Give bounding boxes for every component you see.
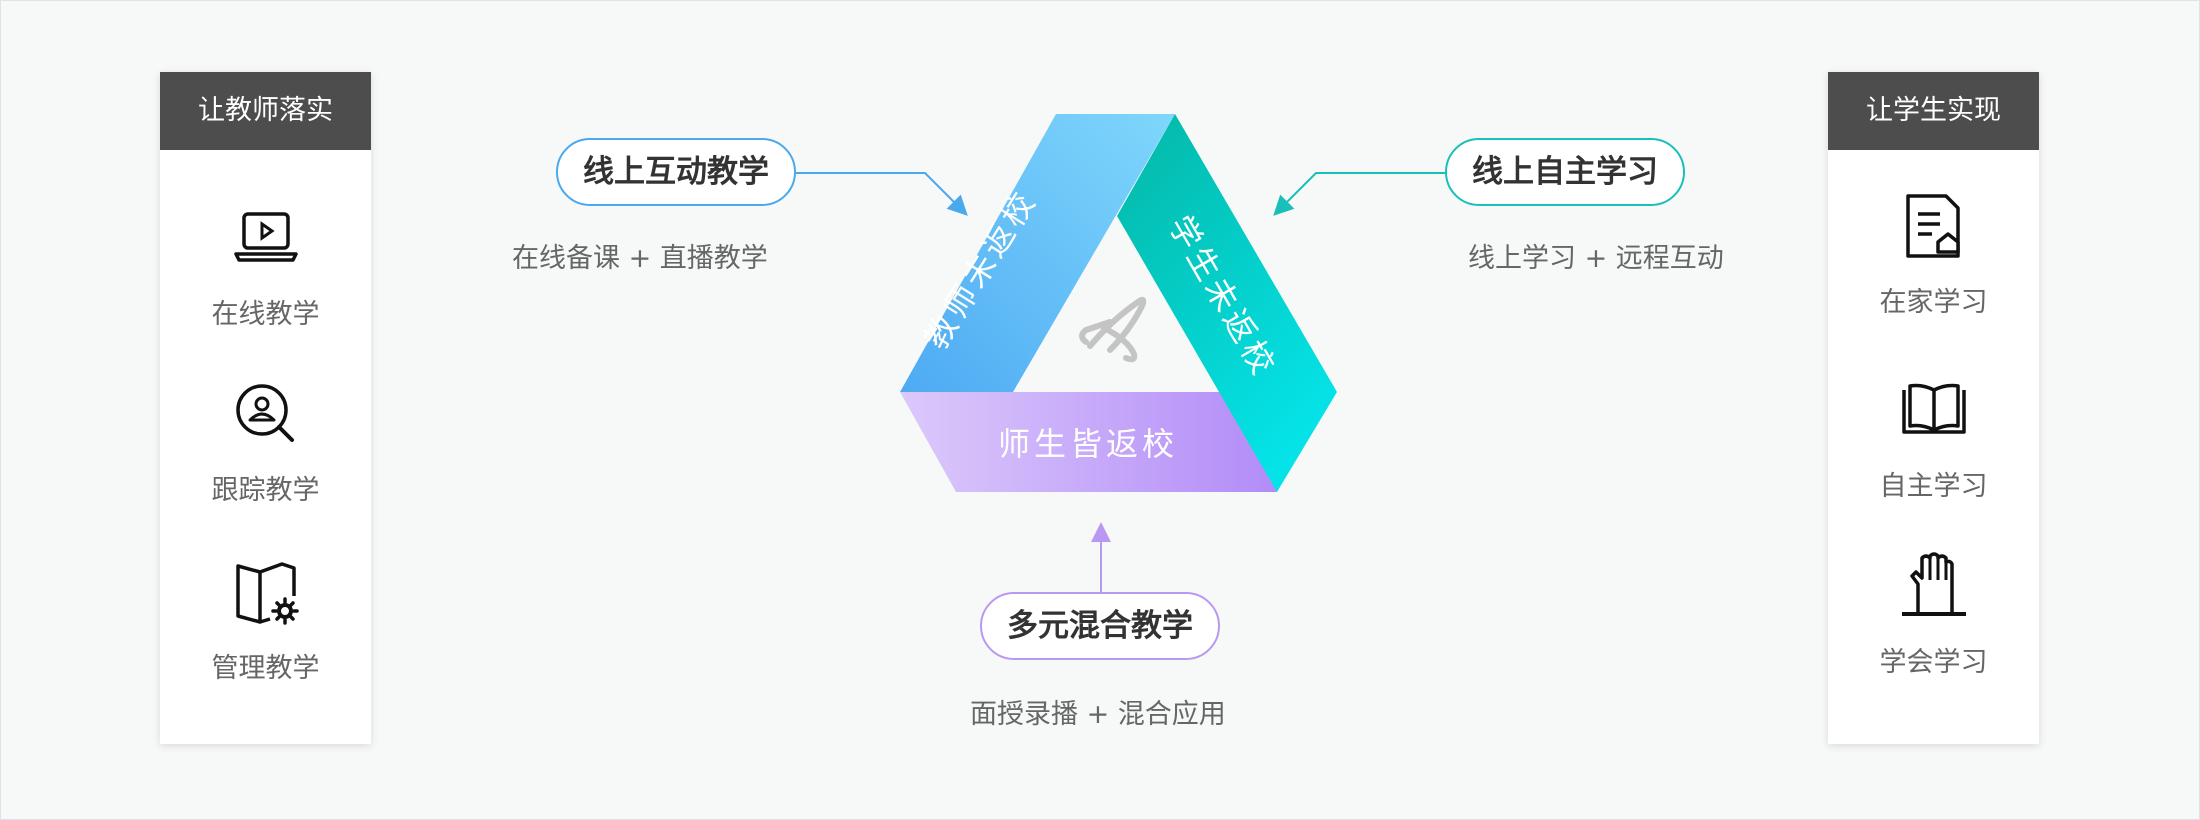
student-panel: 让学生实现 在家学习 自主学习 学会学习 [1828, 72, 2039, 744]
student-absent-band [1117, 114, 1337, 492]
student-panel-title: 让学生实现 [1828, 72, 2039, 150]
raised-hand-icon [1901, 552, 1966, 616]
pill-label: 多元混合教学 [1007, 608, 1193, 644]
pill-blended: 多元混合教学 [980, 592, 1220, 660]
arrow-online-self [1273, 172, 1445, 216]
pill-online-interactive: 线上互动教学 [556, 138, 796, 206]
pill-online-self: 线上自主学习 [1445, 138, 1685, 206]
teacher-panel: 让教师落实 在线教学 跟踪教学 [160, 72, 371, 744]
bottom-band-label: 师生皆返校 [998, 425, 1178, 463]
item-track-teaching: 跟踪教学 [160, 378, 371, 507]
pill-label: 线上互动教学 [583, 154, 769, 190]
item-online-teaching: 在线教学 [160, 202, 371, 331]
teacher-panel-title: 让教师落实 [160, 72, 371, 150]
item-self-study: 自主学习 [1828, 374, 2039, 503]
subtext-online-interactive: 在线备课 + 直播教学 [512, 243, 768, 274]
search-person-icon [235, 384, 294, 442]
open-book-icon [1901, 383, 1966, 434]
pill-label: 线上自主学习 [1472, 154, 1658, 190]
item-label: 在线教学 [211, 299, 320, 330]
subtext-blended: 面授录播 + 混合应用 [970, 699, 1226, 730]
book-gear-icon [235, 562, 299, 625]
item-label: 自主学习 [1879, 471, 1988, 502]
item-label: 学会学习 [1879, 647, 1988, 678]
laptop-play-icon [233, 212, 298, 262]
all-return-band [900, 392, 1277, 492]
arrow-online-interactive [796, 172, 968, 216]
subtext-online-self: 线上学习 + 远程互动 [1468, 243, 1724, 274]
logo-icon [1079, 296, 1147, 363]
item-label: 在家学习 [1879, 287, 1988, 318]
document-home-icon [1905, 194, 1960, 258]
item-label: 管理教学 [211, 653, 320, 684]
item-label: 跟踪教学 [211, 475, 320, 506]
item-manage-teaching: 管理教学 [160, 556, 371, 685]
item-learn-to-learn: 学会学习 [1828, 550, 2039, 679]
teacher-absent-band [900, 114, 1175, 392]
item-home-study: 在家学习 [1828, 190, 2039, 319]
